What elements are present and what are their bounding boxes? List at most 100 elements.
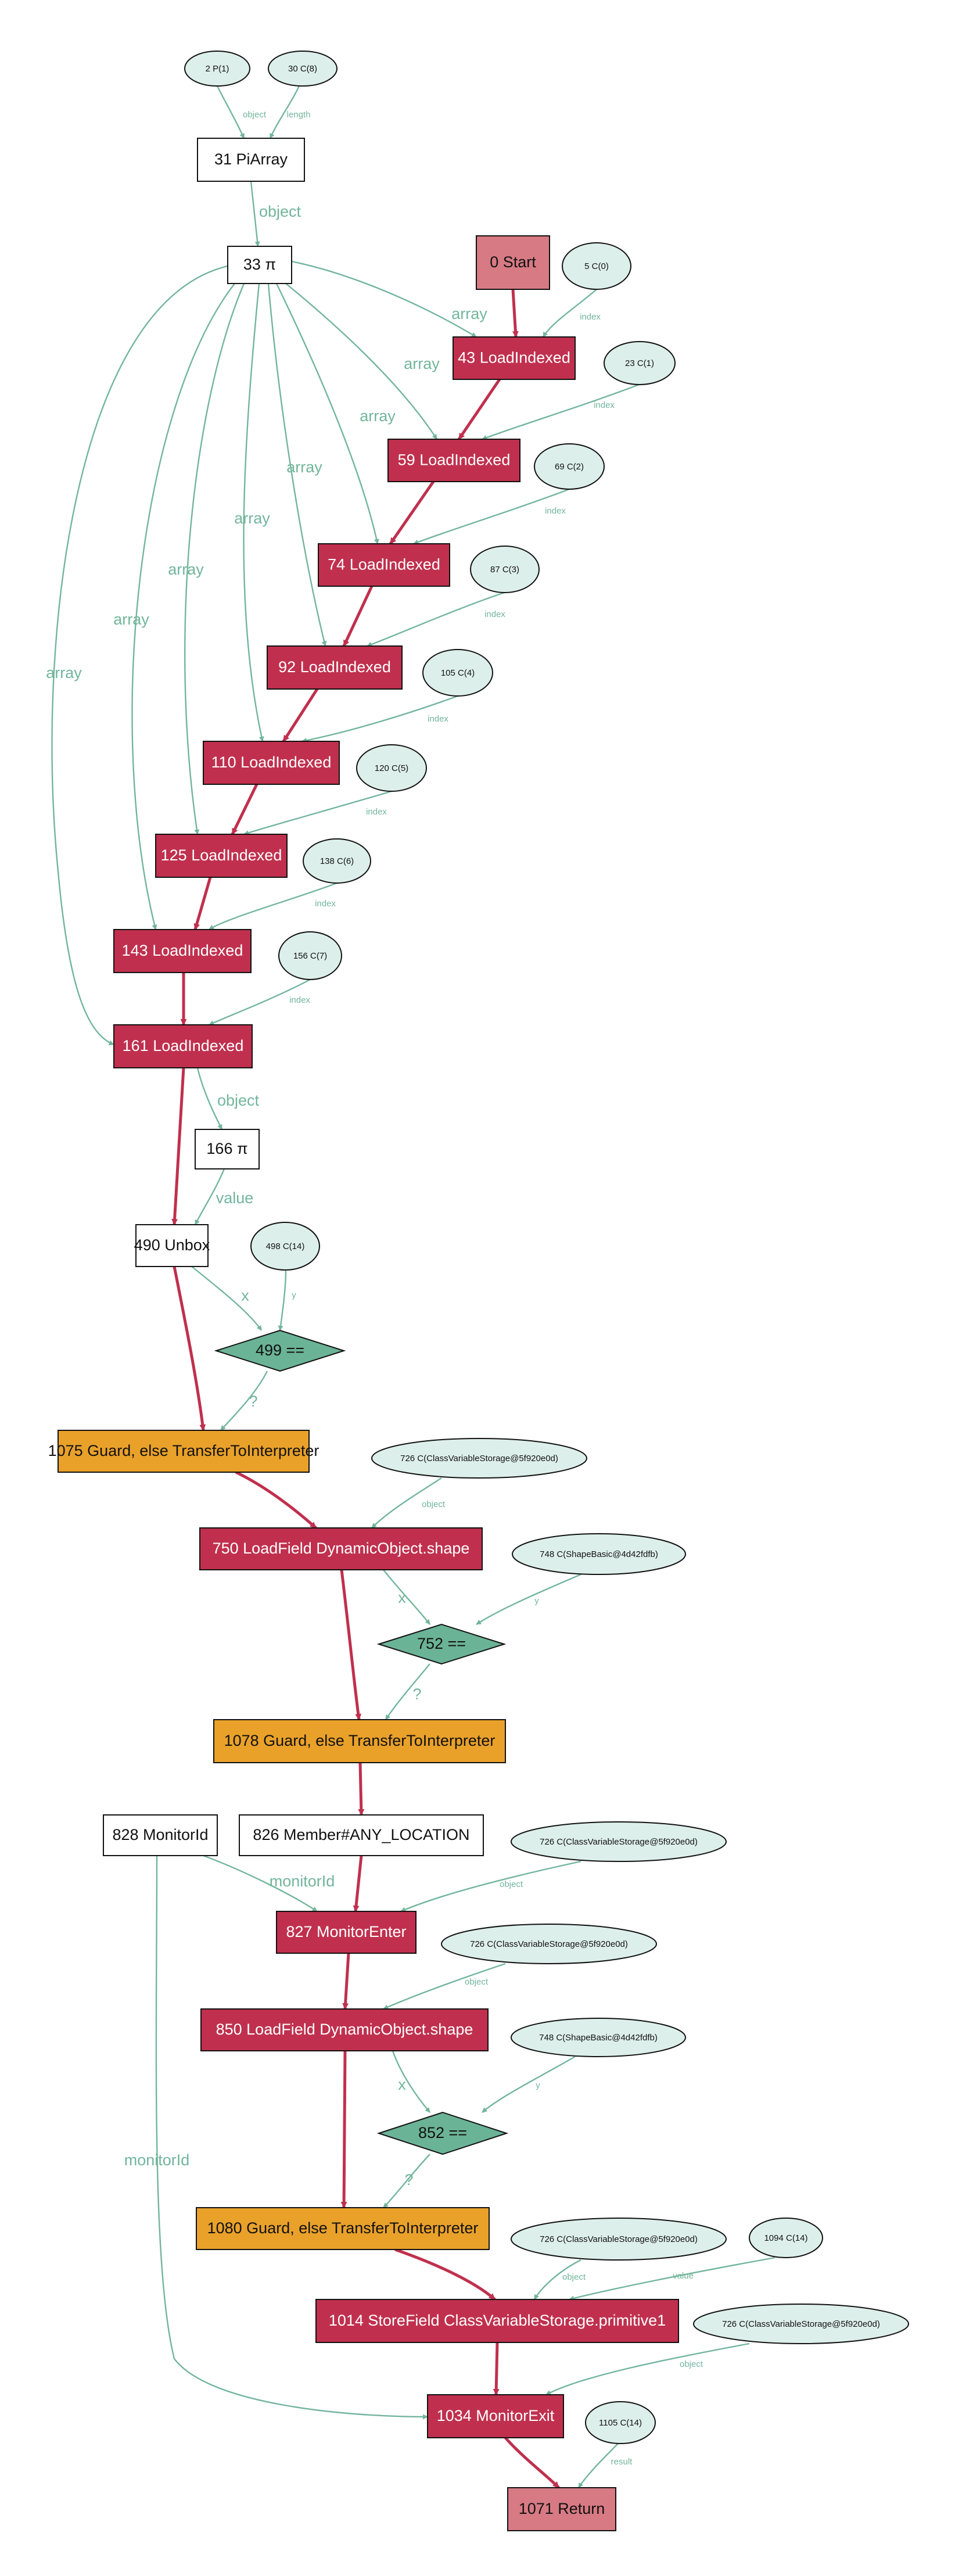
data-flow-edge [209,882,338,930]
node-label: 748 C(ShapeBasic@4d42fdfb) [540,1549,658,1559]
n-cvs3-constant-node: 726 C(ClassVariableStorage@5f920e0d) [441,1924,657,1964]
n-c1105-constant-node: 1105 C(14) [585,2401,656,2444]
node-label: 1078 Guard, else TransferToInterpreter [224,1732,496,1749]
n-c14a-constant-node: 498 C(14) [250,1222,320,1271]
n-c1094-constant-node: 1094 C(14) [749,2218,823,2258]
edge-label-array: array [404,355,440,372]
n-cvs4-constant-node: 726 C(ClassVariableStorage@5f920e0d) [511,2218,727,2261]
node-label: 143 LoadIndexed [122,942,243,959]
edges-layer [51,85,776,2489]
data-flow-edge [203,1854,318,1913]
edge-label-x: x [241,1287,249,1304]
data-flow-edge [155,1855,428,2420]
data-flow-edge [243,790,392,835]
n-eq852-compare-node: 852 == [376,2111,509,2155]
data-flow-edge [291,260,477,338]
node-label: 120 C(5) [375,763,408,773]
control-flow-edge [504,2437,560,2489]
n-sf1014-node: 1014 StoreField ClassVariableStorage.pri… [315,2299,679,2343]
data-flow-edge [267,283,327,647]
n-c2-constant-node: 69 C(2) [534,443,605,490]
node-label: 1014 StoreField ClassVariableStorage.pri… [329,2312,666,2329]
edge-label-y: y [534,1596,539,1606]
control-flow-edge [173,1266,206,1431]
n-c6-constant-node: 138 C(6) [303,838,371,884]
edge-label-array: array [451,305,487,322]
node-label: 87 C(3) [490,565,519,575]
edge-label-array: array [46,664,82,681]
n-ret1071-node: 1071 Return [507,2487,616,2531]
node-label: 726 C(ClassVariableStorage@5f920e0d) [470,1939,628,1949]
n-li161-node: 161 LoadIndexed [113,1024,253,1068]
n-eq752-compare-node: 752 == [376,1623,507,1665]
edge-label-object: object [680,2359,703,2369]
data-flow-edge [194,1168,225,1225]
node-label: 499 == [256,1341,304,1359]
n-sb2-constant-node: 748 C(ShapeBasic@4d42fdfb) [511,2018,686,2057]
edge-label-cond: ? [249,1393,257,1410]
control-flow-edge [394,2248,496,2301]
node-label: 166 π [206,1140,247,1157]
control-flow-edge [340,2050,347,2209]
node-label: 827 MonitorEnter [286,1923,406,1940]
n-li92-node: 92 LoadIndexed [267,645,403,690]
data-flow-edge [131,283,235,930]
node-label: 826 Member#ANY_LOCATION [253,1826,469,1843]
n-li74-node: 74 LoadIndexed [318,543,450,587]
data-flow-edge [392,2050,430,2113]
node-label: 0 Start [490,253,536,271]
n-p1-constant-node: 2 P(1) [184,51,250,87]
data-flow-edge [413,488,570,545]
node-label: 726 C(ClassVariableStorage@5f920e0d) [722,2319,880,2329]
edge-label-index: index [484,609,505,619]
node-label: 2 P(1) [206,64,229,74]
n-g1075-guard-node: 1075 Guard, else TransferToInterpreter [48,1430,319,1473]
node-label: 23 C(1) [625,358,654,368]
n-c0-constant-node: 5 C(0) [562,242,631,290]
n-c4-constant-node: 105 C(4) [422,649,493,697]
data-flow-edge [243,283,264,742]
edge-label-object: object [217,1092,260,1109]
n-g1078-guard-node: 1078 Guard, else TransferToInterpreter [213,1719,506,1763]
data-flow-edge [577,2443,619,2488]
n-li59-node: 59 LoadIndexed [387,439,520,482]
n-li110-node: 110 LoadIndexed [203,741,340,785]
n-mid828-node: 828 MonitorId [103,1814,218,1856]
edge-label-object: object [562,2272,586,2282]
node-label: 92 LoadIndexed [278,658,391,676]
control-flow-edge [193,877,212,931]
n-c7-constant-node: 156 C(7) [278,931,342,980]
data-flow-edge [269,85,300,139]
node-label: 125 LoadIndexed [161,846,282,864]
data-flow-edge [191,1266,262,1331]
node-label: 726 C(ClassVariableStorage@5f920e0d) [540,2234,698,2244]
n-pi166-node: 166 π [195,1129,260,1169]
n-piarray-node: 31 PiArray [197,138,305,182]
edge-label-object: object [243,110,267,120]
control-flow-edge [231,783,259,835]
data-flow-edge [275,283,379,544]
edge-label-cond: ? [404,2171,413,2188]
edge-label-y: y [292,1290,296,1300]
node-label: 74 LoadIndexed [328,556,440,573]
n-li43-node: 43 LoadIndexed [453,336,576,380]
n-cvs2-constant-node: 726 C(ClassVariableStorage@5f920e0d) [511,1821,727,1862]
node-label: 490 Unbox [134,1236,210,1254]
n-lf750-node: 750 LoadField DynamicObject.shape [199,1527,483,1570]
edge-label-monitorId: monitorId [270,1872,335,1890]
node-label: 1080 Guard, else TransferToInterpreter [207,2219,479,2237]
node-label: 726 C(ClassVariableStorage@5f920e0d) [540,1837,698,1847]
data-flow-edge [184,283,245,835]
data-flow-edge [196,1067,223,1130]
edge-label-index: index [428,714,448,724]
edge-label-value: value [673,2271,694,2281]
edge-label-array: array [286,458,322,476]
node-label: 30 C(8) [288,64,317,74]
node-label: 5 C(0) [584,261,609,271]
node-label: 498 C(14) [266,1242,305,1251]
data-flow-edge [400,1860,581,1913]
n-c1-constant-node: 23 C(1) [604,341,676,385]
node-label: 138 C(6) [320,856,354,866]
node-label: 110 LoadIndexed [211,754,332,771]
